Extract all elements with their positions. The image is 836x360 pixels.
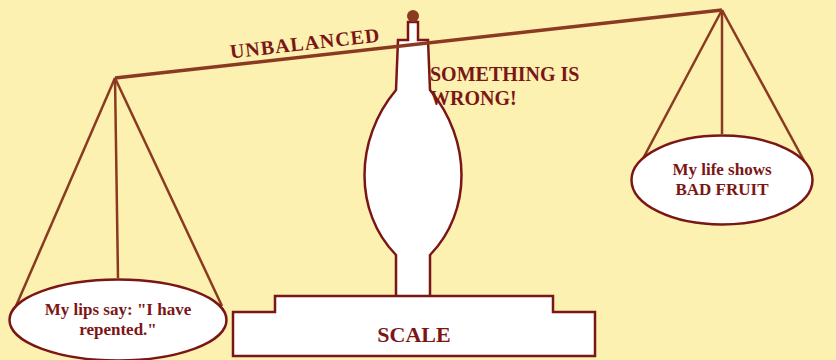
pan-ellipse [10,280,227,360]
scale-pan: My lips say: "I have repented." [8,278,228,360]
node-text: My life shows BAD FRUIT [657,160,787,199]
beam-pivot [407,10,419,22]
base-outline [233,296,595,356]
pan-string [721,10,724,134]
scale-pan: My life shows BAD FRUIT [630,134,814,226]
pan-ellipse [632,136,813,225]
node-text: SCALE [377,322,450,347]
pan-string [115,78,118,278]
node-text: My lips say: "I have repented." [33,300,203,339]
pan-string [115,78,222,306]
warning-note: SOMETHING IS WRONG! [430,62,580,110]
beam-label: UNBALANCED [204,20,405,66]
pan-string [16,78,115,306]
scale-beam [115,10,722,78]
scale-base: SCALE [232,295,596,357]
